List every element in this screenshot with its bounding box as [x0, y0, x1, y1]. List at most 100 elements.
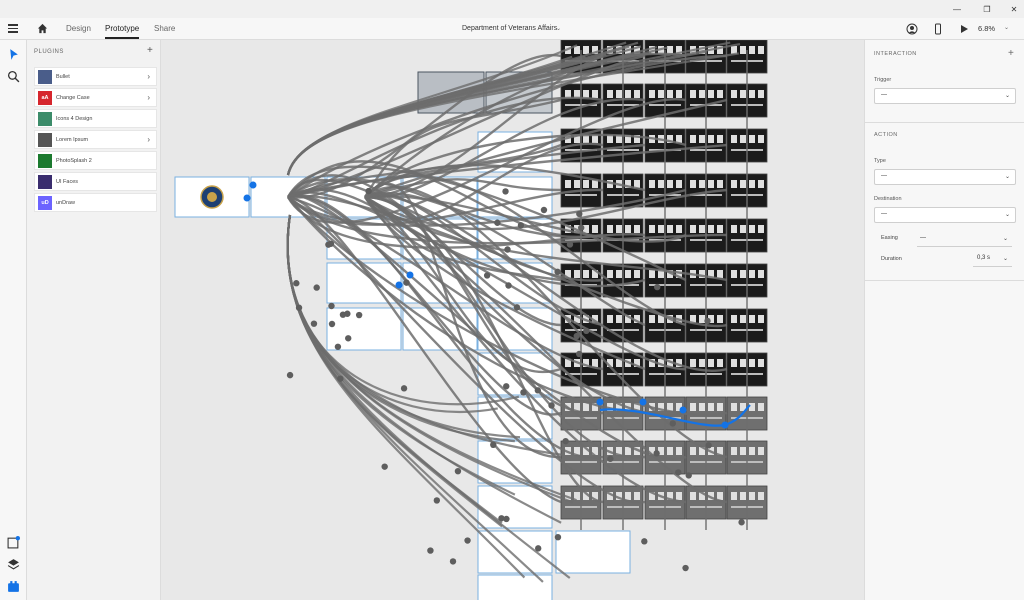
lorem-ipsum-icon [38, 132, 52, 147]
thumbnail-block [731, 270, 737, 278]
thumbnail-block [731, 492, 737, 500]
chevron-down-icon[interactable]: ⌄ [1003, 236, 1009, 242]
device-preview-icon[interactable] [932, 23, 944, 35]
thumbnail-block [607, 403, 613, 411]
tab-share[interactable]: Share [154, 24, 176, 33]
thumbnail-block [740, 270, 746, 278]
thumbnail-block [699, 315, 705, 323]
close-icon: ✕ [1010, 4, 1018, 14]
home-icon[interactable] [37, 23, 48, 34]
thumbnail-block [758, 225, 764, 233]
plugin-item[interactable]: Bullet › [34, 67, 157, 86]
tab-prototype[interactable]: Prototype [105, 24, 140, 39]
thumbnail-block [583, 180, 589, 188]
layers-icon[interactable] [7, 558, 20, 571]
tab-design[interactable]: Design [66, 24, 91, 33]
connection-node [310, 320, 318, 327]
thumbnail-block [616, 447, 622, 455]
add-interaction-button[interactable]: + [1008, 48, 1014, 59]
connection-node [505, 282, 512, 289]
thumbnail-block [649, 46, 655, 54]
thumbnail-block [749, 403, 755, 411]
plugin-item[interactable]: PhotoSplash 2 [34, 151, 157, 170]
thumbnail-block [616, 492, 622, 500]
user-share-icon[interactable] [906, 23, 918, 35]
thumbnail-block [717, 315, 723, 323]
restore-button[interactable]: ❐ [972, 0, 1002, 18]
easing-value[interactable]: — [920, 235, 926, 241]
thumbnail-block [616, 359, 622, 367]
plugin-item[interactable]: Icons 4 Design [34, 109, 157, 128]
thumbnail-block [658, 270, 664, 278]
thumbnail-block [634, 180, 640, 188]
select-tool-icon[interactable] [7, 48, 20, 61]
thumbnail-block [731, 447, 737, 455]
thumbnail-block [758, 315, 764, 323]
undraw-icon: uD [38, 195, 52, 210]
thumbnail-block [699, 225, 705, 233]
thumbnail-block [667, 46, 673, 54]
chevron-right-icon[interactable]: › [147, 135, 150, 144]
plugins-icon[interactable] [7, 536, 20, 549]
thumbnail-block [565, 270, 571, 278]
thumbnail-block [649, 225, 655, 233]
trigger-value: — [881, 92, 887, 98]
thumbnail-block [583, 135, 589, 143]
chevron-down-icon: ⌄ [1004, 212, 1010, 218]
plugins-title: PLUGINS [34, 49, 64, 55]
add-plugin-button[interactable]: + [147, 45, 153, 56]
menu-icon[interactable] [8, 24, 18, 33]
connection-node [540, 206, 548, 214]
play-icon[interactable] [958, 23, 970, 35]
destination-dropdown[interactable]: — ⌄ [874, 207, 1016, 223]
plugin-item[interactable]: Lorem Ipsum› [34, 130, 157, 149]
chevron-down-icon[interactable]: ⌄ [556, 26, 562, 32]
search-icon[interactable] [7, 70, 20, 83]
chevron-down-icon[interactable]: ⌄ [1003, 256, 1009, 262]
document-title[interactable]: Department of Veterans Affairs [462, 25, 558, 32]
connection-handle [406, 271, 414, 279]
plugin-label: Change Case [56, 94, 90, 101]
thumbnail-block [740, 403, 746, 411]
connection-node [554, 533, 562, 541]
thumbnail-block [574, 90, 580, 98]
thumbnail-block [690, 90, 696, 98]
thumbnail-block [625, 135, 631, 143]
thumbnail-block [607, 492, 613, 500]
thumbnail-block [649, 90, 655, 98]
prototype-canvas[interactable] [161, 40, 864, 600]
thumbnail-block [667, 447, 673, 455]
thumbnail-block [649, 492, 655, 500]
thumbnail-block [708, 315, 714, 323]
thumbnail-block [699, 90, 705, 98]
connection-wire [287, 196, 646, 415]
plugin-label: Bullet [56, 73, 70, 80]
plugin-item[interactable]: UI Faces [34, 172, 157, 191]
thumbnail-block [699, 447, 705, 455]
connection-node [576, 210, 583, 218]
zoom-level[interactable]: 6.8% [978, 24, 996, 33]
thumbnail-block [592, 225, 598, 233]
thumbnail-block [676, 492, 682, 500]
connection-wire [286, 178, 604, 282]
duration-value[interactable]: 0,3 s [977, 255, 991, 261]
close-button[interactable]: ✕ [999, 0, 1024, 18]
type-dropdown[interactable]: — ⌄ [874, 169, 1016, 185]
thumbnail-block [625, 315, 631, 323]
thumbnail-block [676, 135, 682, 143]
thumbnail-block [740, 315, 746, 323]
thumbnail-block [658, 225, 664, 233]
zoom-chevron-icon[interactable]: ⌄ [1004, 25, 1010, 31]
trigger-dropdown[interactable]: — ⌄ [874, 88, 1016, 104]
chevron-right-icon[interactable]: › [147, 93, 150, 102]
connection-node [513, 304, 521, 311]
chevron-down-icon: ⌄ [1004, 93, 1010, 99]
chevron-right-icon[interactable]: › [147, 72, 150, 81]
minimize-button[interactable]: — [942, 0, 972, 18]
thumbnail-block [607, 180, 613, 188]
thumbnail-block [740, 46, 746, 54]
connection-wire [287, 191, 687, 371]
assets-icon[interactable] [7, 580, 20, 593]
